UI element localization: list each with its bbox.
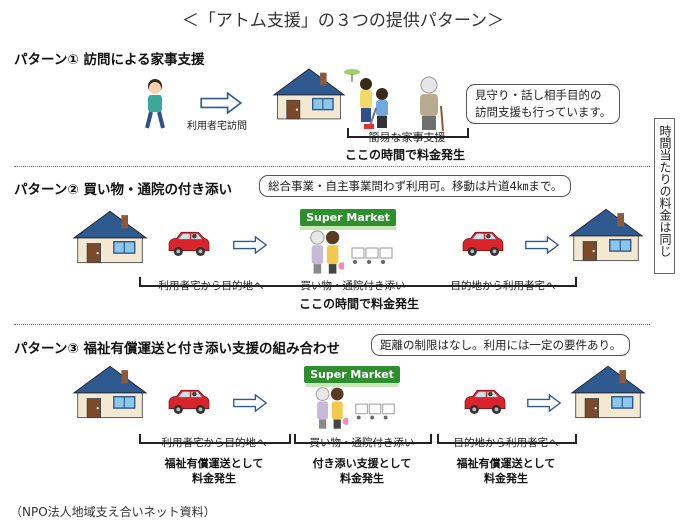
pattern3-bracket (139, 434, 291, 444)
pattern1-bracket (347, 128, 469, 138)
pattern3-fee: 付き添い支援として 料金発生 (292, 456, 432, 486)
car-icon (460, 218, 506, 268)
pattern3-bracket (294, 434, 432, 444)
page-title: ＜「アトム支援」の３つの提供パターン＞ (181, 11, 505, 31)
callout-line1: 見守り・話し相手目的の (475, 88, 602, 102)
house-icon (72, 205, 148, 267)
supermarket-shoppers-icon (305, 383, 399, 430)
pattern3-callout: 距離の制限はなし。利用には一定の要件あり。 (371, 334, 631, 356)
route-label: 目的地から利用者宅へ (453, 437, 559, 449)
divider (14, 166, 650, 167)
supermarket-shoppers-icon (300, 226, 396, 275)
car-icon (166, 218, 212, 268)
route-label: 買い物・通院付き添い (309, 437, 415, 449)
pattern1-heading: パターン① 訪問による家事支援 (14, 52, 205, 68)
house-icon (72, 360, 148, 422)
pattern2-callout: 総合事業・自主事業問わず利用可。移動は片道4㎞まで。 (259, 175, 572, 197)
route-label: 買い物・通院付き添い (300, 280, 406, 292)
pattern3-heading: パターン③ 福祉有償運送と付き添い支援の組み合わせ (14, 341, 340, 357)
route-label: 利用者宅から目的地へ (161, 437, 267, 449)
visit-label: 利用者宅訪問 (187, 121, 247, 132)
house-icon (568, 203, 644, 265)
fee-line: 付き添い支援として (312, 457, 412, 470)
fee-line: 料金発生 (484, 472, 528, 485)
house-icon (272, 64, 346, 122)
callout-line2: 訪問支援も行っています。 (475, 105, 612, 119)
fee-line: 料金発生 (192, 472, 236, 485)
visitor-person-icon (145, 79, 165, 129)
pattern3-bracket (437, 434, 577, 444)
supermarket-sign: Super Market (304, 366, 400, 383)
source-footer: （NPO法人地域支え合いネット資料） (10, 505, 216, 519)
housework-helpers-icon (344, 69, 388, 129)
pattern2-fee: ここの時間で料金発生 (298, 297, 419, 311)
fee-line: 福祉有償運送として (164, 457, 264, 470)
house-icon (570, 360, 646, 422)
car-icon (462, 376, 508, 426)
supermarket-sign: Super Market (300, 209, 396, 226)
arrow-icon (232, 236, 268, 254)
simple-housework-label: 簡易な家事支援 (368, 131, 446, 144)
fee-line: 料金発生 (340, 472, 384, 485)
arrow-icon (524, 236, 560, 254)
pattern3-fee: 福祉有償運送として 料金発生 (436, 456, 576, 486)
arrow-icon (190, 92, 252, 114)
side-note: 時間当たりの料金は同じ (654, 118, 675, 274)
route-label: 利用者宅から目的地へ (158, 280, 264, 292)
divider (14, 324, 650, 325)
elderly-person-icon (420, 76, 444, 132)
arrow-icon (232, 394, 268, 412)
pattern3-fee: 福祉有償運送として 料金発生 (140, 456, 288, 486)
fee-line: 福祉有償運送として (456, 457, 556, 470)
arrow-icon (526, 394, 562, 412)
route-label: 目的地から利用者宅へ (450, 280, 556, 292)
pattern1-callout: 見守り・話し相手目的の 訪問支援も行っています。 (466, 84, 621, 124)
pattern1-fee: ここの時間で料金発生 (344, 148, 465, 162)
pattern2-bracket (139, 277, 577, 287)
pattern2-heading: パターン② 買い物・通院の付き添い (14, 182, 232, 198)
car-icon (166, 376, 212, 426)
